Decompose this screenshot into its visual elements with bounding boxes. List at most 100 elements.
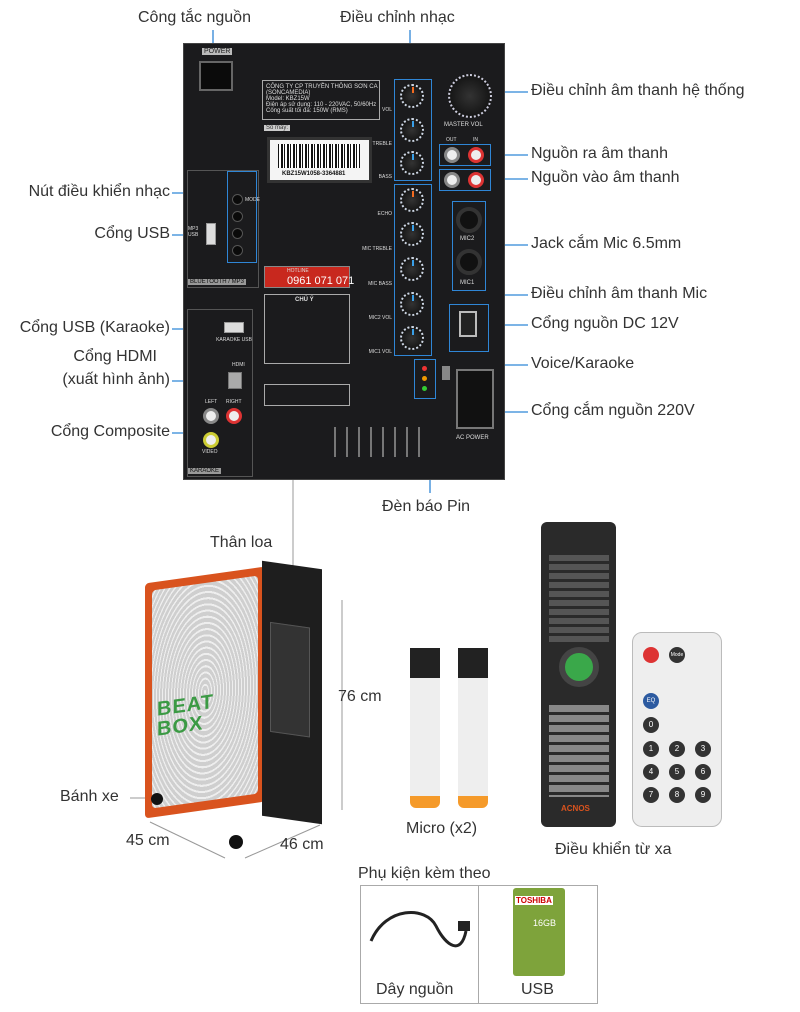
usb-port[interactable] xyxy=(206,223,216,245)
line-in-jack-r[interactable] xyxy=(468,172,484,188)
line-out-box xyxy=(439,144,491,166)
mode-button[interactable] xyxy=(232,194,243,205)
callout-master-adjust: Điều chỉnh âm thanh hệ thống xyxy=(531,82,745,99)
callout-usb: Cổng USB xyxy=(94,225,170,242)
key-6: 6 xyxy=(695,764,711,780)
prev-button[interactable] xyxy=(232,211,243,222)
bass-knob[interactable] xyxy=(400,151,424,175)
small-remote: Mode EQ 0 1 2 3 4 5 6 7 8 9 xyxy=(632,632,722,827)
mic-knobs-box xyxy=(394,184,432,356)
play-pause-button[interactable] xyxy=(232,228,243,239)
mode-key: Mode xyxy=(669,647,685,663)
ok-button xyxy=(559,647,599,687)
power-cord-icon xyxy=(369,911,470,948)
right-label: RIGHT xyxy=(226,399,242,405)
line-in-jack-l[interactable] xyxy=(444,172,460,188)
callout-dc-port: Cổng nguồn DC 12V xyxy=(531,315,679,332)
microphone-1 xyxy=(410,648,440,808)
mp3-usb-label: MP3 USB xyxy=(188,226,199,238)
wheel-label: Bánh xe xyxy=(60,788,119,805)
bt-mp3-module xyxy=(187,170,259,288)
led-high xyxy=(422,366,427,371)
callout-voice-karaoke: Voice/Karaoke xyxy=(531,355,635,372)
mic1-vol-knob[interactable] xyxy=(400,326,424,350)
wheel-front xyxy=(151,793,163,805)
key-5: 5 xyxy=(669,764,685,780)
company-text-2: (SONCAMEDIA) xyxy=(266,90,311,96)
callout-composite: Cổng Composite xyxy=(50,423,170,440)
line-out-jack-r[interactable] xyxy=(468,147,484,163)
out-label: OUT xyxy=(446,137,457,143)
callout-music-buttons: Nút điều khiển nhạc xyxy=(28,183,170,200)
notice-title: CHÚ Ý xyxy=(295,297,314,303)
rca-video[interactable] xyxy=(203,432,219,448)
hotline-label: HOTLINE xyxy=(287,268,309,274)
vol-label: VOL xyxy=(381,107,392,113)
company-text: CÔNG TY CP TRUYỀN THÔNG SƠN CA xyxy=(266,84,378,90)
usb-brand: TOSHIBA xyxy=(515,896,553,905)
echo-knob[interactable] xyxy=(400,188,424,212)
wheel xyxy=(229,835,243,849)
karaoke-usb-label: KARAOKE USB xyxy=(216,337,252,343)
speaker-front: BEAT BOX xyxy=(145,566,265,819)
serial-number: KBZ15W1058-3364881 xyxy=(282,171,346,177)
power-label: POWER xyxy=(202,48,233,55)
power-cord-label: Dây nguồn xyxy=(376,981,454,998)
mic-bass-knob[interactable] xyxy=(400,257,424,281)
callout-hdmi-sub: (xuất hình ảnh) xyxy=(62,371,170,388)
mic1-jack[interactable] xyxy=(456,249,482,275)
voice-karaoke-switch[interactable] xyxy=(442,366,450,380)
model-text: Model: KBZ15W xyxy=(266,96,310,102)
dc-port[interactable] xyxy=(459,311,477,337)
battery-led-box xyxy=(414,359,436,399)
hotline-number: 0961 071 071 xyxy=(287,275,355,287)
key-8: 8 xyxy=(669,787,685,803)
barcode-sticker: KBZ15W1058-3364881 xyxy=(267,137,372,183)
callout-usb-karaoke: Cổng USB (Karaoke) xyxy=(19,319,170,336)
microphone-2 xyxy=(458,648,488,808)
rca-right[interactable] xyxy=(226,408,242,424)
power-key-icon xyxy=(643,647,659,663)
info-plate: CÔNG TY CP TRUYỀN THÔNG SƠN CA (SONCAMED… xyxy=(262,80,380,120)
remote-brand: ACNOS xyxy=(561,804,590,813)
led-mid xyxy=(422,376,427,381)
bass-label: BASS xyxy=(378,174,392,180)
capacity-text: Công suất tối đa: 150W (RMS) xyxy=(266,108,348,114)
next-button[interactable] xyxy=(232,245,243,256)
karaoke-usb-port[interactable] xyxy=(224,322,244,333)
voltage-text: Điện áp sử dụng: 110 - 220VAC, 50/60Hz xyxy=(266,102,377,108)
ac-socket[interactable] xyxy=(456,369,494,429)
mic-jacks-box xyxy=(452,201,486,291)
master-vol-knob[interactable] xyxy=(448,74,492,118)
mode-label: MODE xyxy=(245,197,260,203)
notice-box: CHÚ Ý xyxy=(264,294,350,364)
vol-knob[interactable] xyxy=(400,84,424,108)
speaker-panel-thumb xyxy=(270,621,310,738)
line-out-jack[interactable] xyxy=(444,147,460,163)
key-3: 3 xyxy=(695,741,711,757)
mic1-label: MIC1 xyxy=(460,280,475,286)
rca-left[interactable] xyxy=(203,408,219,424)
key-4: 4 xyxy=(643,764,659,780)
usb-size: 16GB xyxy=(533,918,557,928)
power-switch[interactable] xyxy=(199,61,233,91)
remote-buttons-top xyxy=(549,552,609,642)
hotline-sticker: HOTLINE 0961 071 071 xyxy=(264,266,354,288)
vent-slots xyxy=(324,427,424,457)
mic1-vol-label: MIC1 VOL xyxy=(368,349,392,355)
karaoke-module xyxy=(187,309,253,477)
width-label: 45 cm xyxy=(126,832,170,849)
dc-box xyxy=(449,304,489,352)
hdmi-port[interactable] xyxy=(228,372,242,389)
divider xyxy=(478,886,479,1003)
treble-knob[interactable] xyxy=(400,118,424,142)
barcode xyxy=(278,144,360,168)
karaoke-label: KARAOKE xyxy=(188,468,222,474)
mic-treble-knob[interactable] xyxy=(400,222,424,246)
mic2-jack[interactable] xyxy=(456,207,482,233)
echo-label: ECHO xyxy=(377,211,392,217)
usb-label: USB xyxy=(521,981,554,998)
music-buttons-box xyxy=(227,171,257,263)
mic2-vol-knob[interactable] xyxy=(400,292,424,316)
callout-battery-led: Đèn báo Pin xyxy=(382,498,471,515)
